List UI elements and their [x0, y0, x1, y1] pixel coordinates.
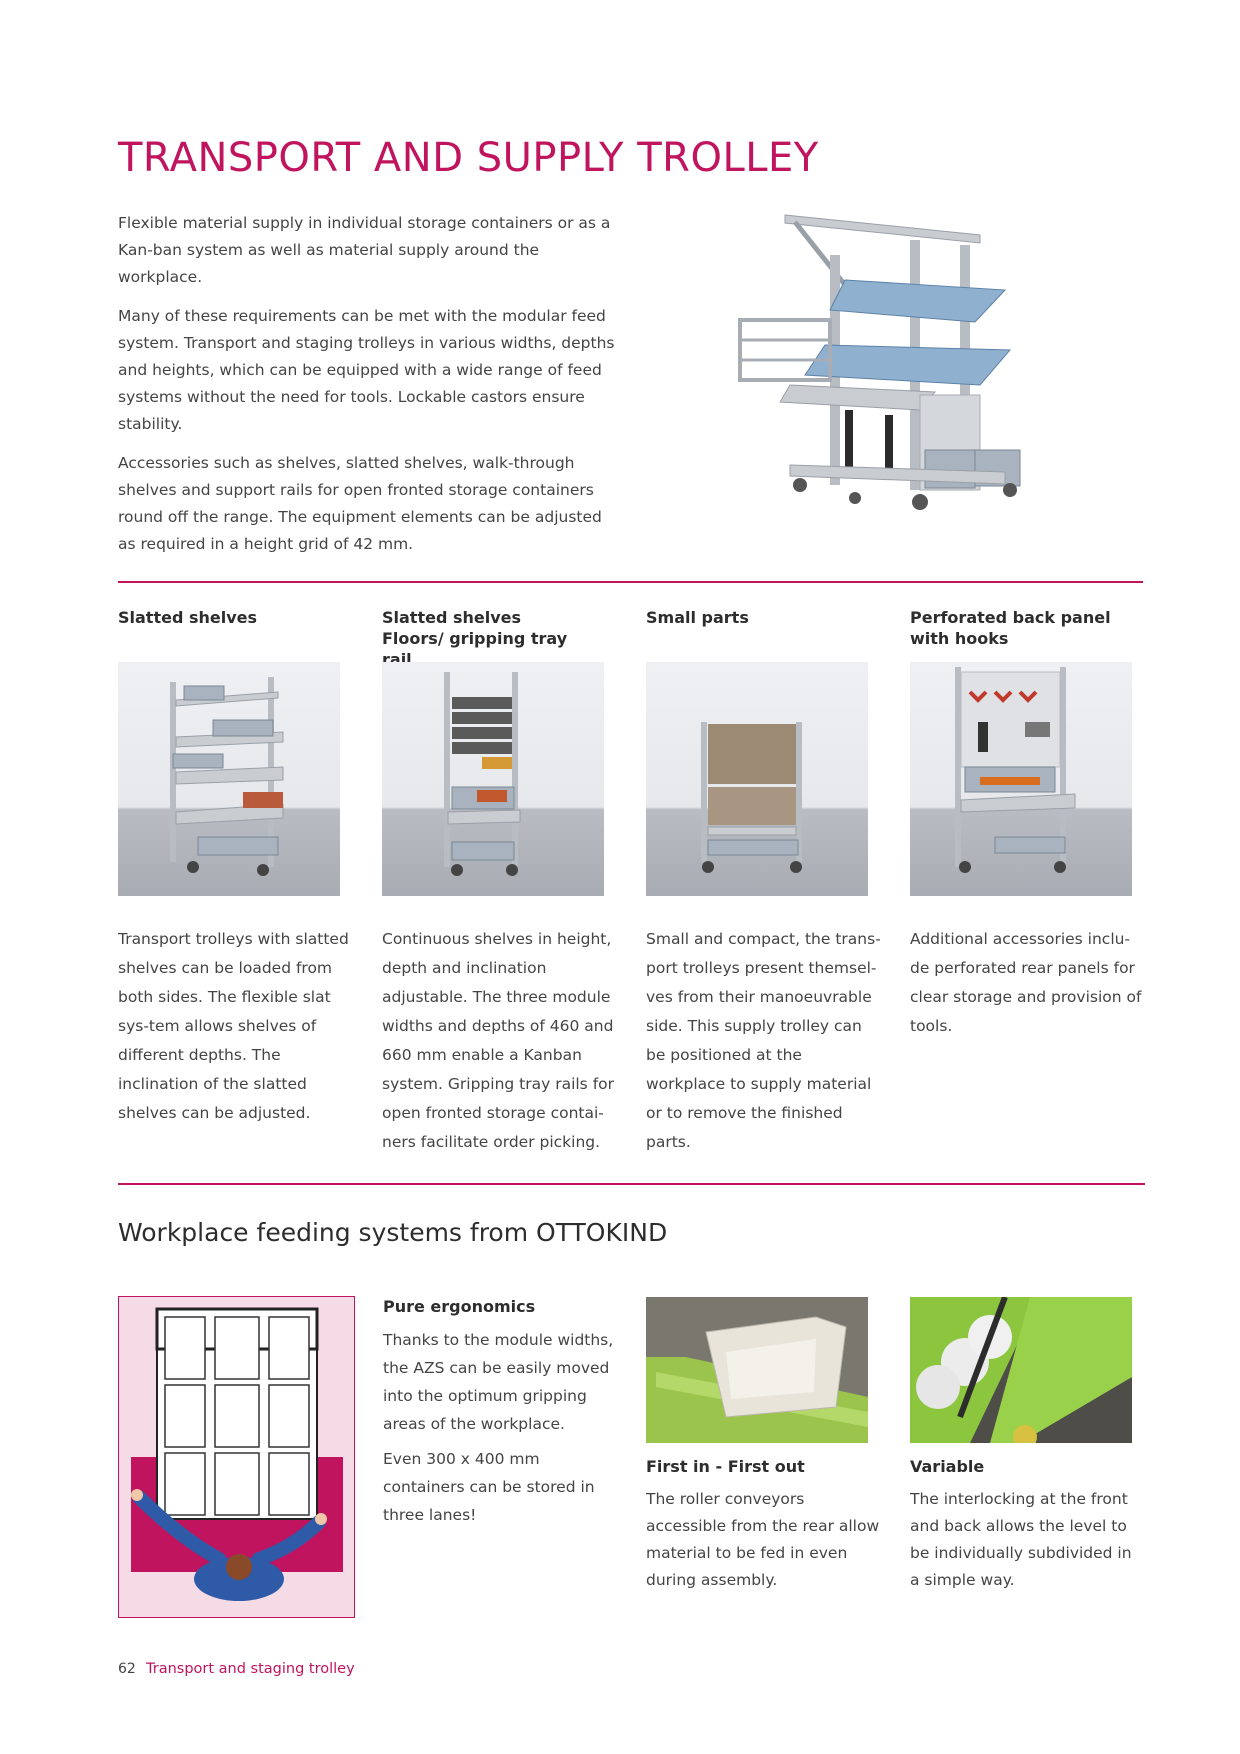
footer-section-label: Transport and staging trolley	[146, 1661, 355, 1677]
intro-paragraph: Accessories such as shelves, slatted she…	[118, 454, 602, 553]
small-parts-photo	[646, 662, 868, 896]
variable-photo	[910, 1297, 1132, 1443]
page-title: TRANSPORT AND SUPPLY TROLLEY	[118, 135, 819, 181]
ergonomics-paragraph: Thanks to the module widths, the AZS can…	[383, 1331, 614, 1433]
column-heading-small-parts: Small parts	[646, 608, 749, 627]
column-text-slatted-floors: Continuous shelves in height, depth and …	[382, 930, 615, 1151]
fifo-heading: First in - First out	[646, 1457, 805, 1476]
variable-text: The interlocking at the front and back a…	[910, 1490, 1132, 1589]
column-heading-slatted-shelves: Slatted shelves	[118, 608, 258, 627]
ergonomics-text: Thanks to the module widths, the AZS can…	[383, 1326, 618, 1536]
column-text-perforated-panel: Additional accessories inclu-de perforat…	[910, 930, 1142, 1035]
ergonomics-heading: Pure ergonomics	[383, 1297, 536, 1316]
column-heading-perforated-panel: Perforated back panel with hooks	[910, 608, 1111, 648]
intro-paragraph: Many of these requirements can be met wi…	[118, 307, 615, 433]
intro-paragraph: Flexible material supply in individual s…	[118, 214, 611, 286]
perforated-panel-photo	[910, 662, 1132, 896]
divider	[118, 581, 1143, 583]
ergonomics-paragraph: Even 300 x 400 mm containers can be stor…	[383, 1450, 595, 1524]
column-text-slatted-shelves: Transport trolleys with slatted shelves …	[118, 930, 349, 1122]
page-number: 62	[118, 1661, 136, 1677]
fifo-text: The roller conveyors accessible from the…	[646, 1490, 880, 1589]
feeding-section-heading: Workplace feeding systems from OTTOKIND	[118, 1218, 668, 1247]
intro-text: Flexible material supply in individual s…	[118, 210, 618, 570]
hero-trolley-image	[735, 210, 1075, 560]
divider	[118, 1183, 1145, 1185]
column-text-small-parts: Small and compact, the trans-port trolle…	[646, 930, 881, 1151]
slatted-shelves-photo	[118, 662, 340, 896]
variable-heading: Variable	[910, 1457, 985, 1476]
fifo-photo	[646, 1297, 868, 1443]
slatted-floors-photo	[382, 662, 604, 896]
ergonomics-diagram	[118, 1296, 355, 1618]
column-heading-slatted-floors: Slatted shelves Floors/ gripping tray ra…	[382, 608, 568, 669]
